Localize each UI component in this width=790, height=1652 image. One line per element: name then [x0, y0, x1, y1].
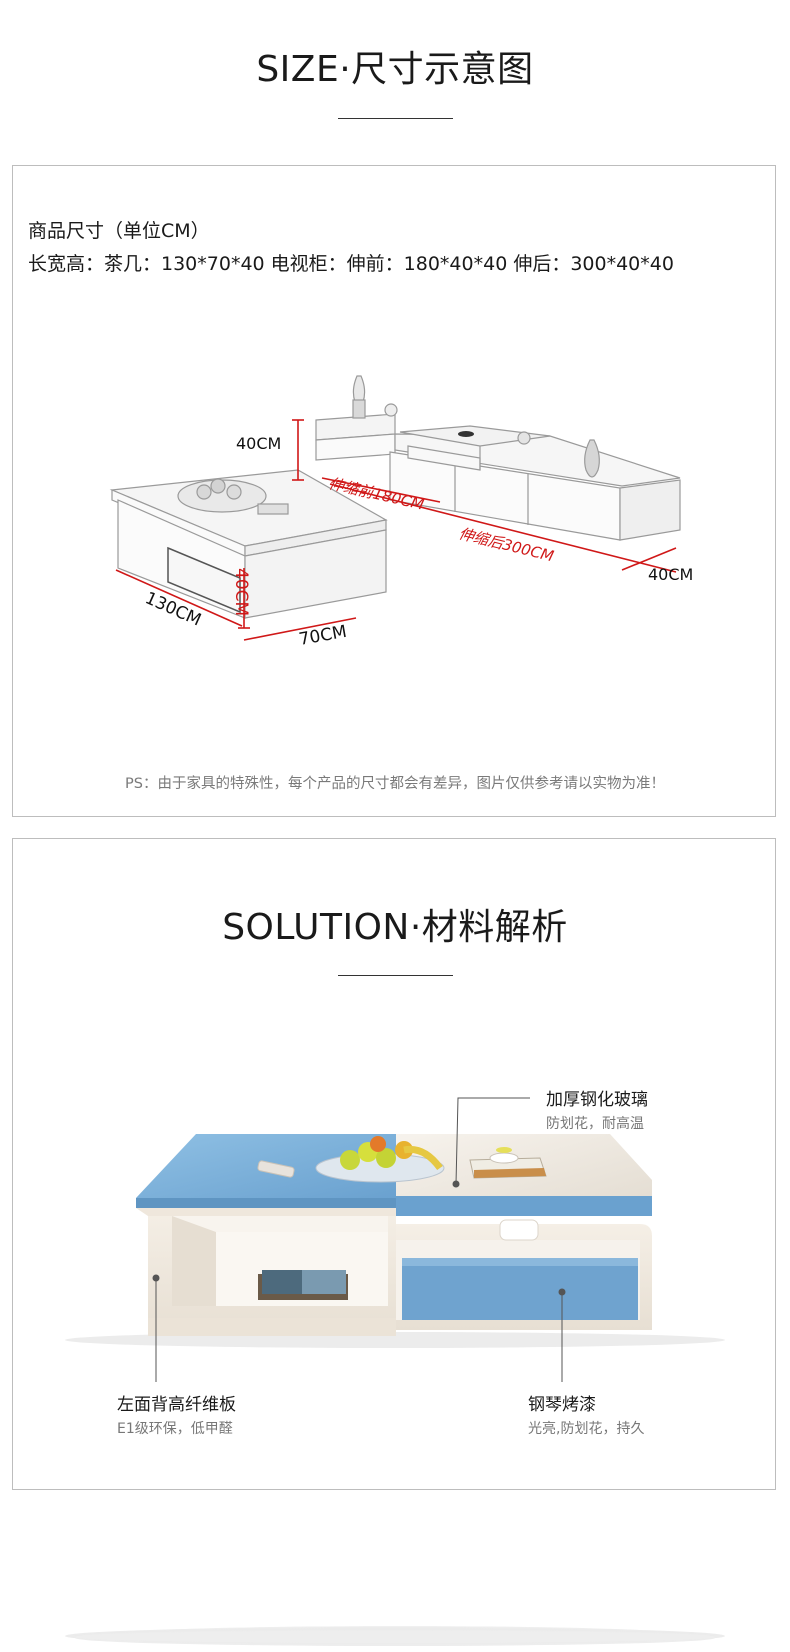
- spec-unit-line: 商品尺寸（单位CM）: [28, 220, 210, 242]
- spec-dimensions-line: 长宽高：茶几：130*70*40 电视柜：伸前：180*40*40 伸后：300…: [28, 253, 674, 275]
- size-section-title: SIZE·尺寸示意图: [256, 49, 534, 90]
- callout-paint-title: 钢琴烤漆: [528, 1395, 596, 1415]
- dim-tv-height: 40CM: [236, 434, 281, 453]
- callout-glass-title: 加厚钢化玻璃: [546, 1090, 648, 1110]
- dimension-lines: [115, 419, 677, 641]
- callout-paint-sub: 光亮,防划花，持久: [528, 1421, 645, 1437]
- coffee-table-drawing: [109, 469, 388, 619]
- callout-board-title: 左面背高纤维板: [117, 1395, 236, 1415]
- dim-tv-depth: 40CM: [648, 565, 693, 584]
- dim-table-height: 40CM: [231, 568, 251, 616]
- tv-cabinet-drawing: [315, 375, 681, 541]
- callout-glass-sub: 防划花，耐高温: [546, 1116, 644, 1132]
- callout-leaders: [155, 1340, 563, 1382]
- coffee-table-photo: [65, 1097, 725, 1382]
- ps-disclaimer: PS：由于家具的特殊性，每个产品的尺寸都会有差异，图片仅供参考请以实物为准！: [125, 776, 665, 792]
- solution-section-title: SOLUTION·材料解析: [222, 907, 568, 948]
- solution-title-divider: [338, 975, 453, 976]
- size-title-divider: [338, 118, 453, 119]
- callout-board-sub: E1级环保，低甲醛: [117, 1421, 233, 1437]
- size-diagram: 40CM 伸缩前180CM 伸缩后300CM 40CM 40CM 130CM 7…: [109, 375, 693, 650]
